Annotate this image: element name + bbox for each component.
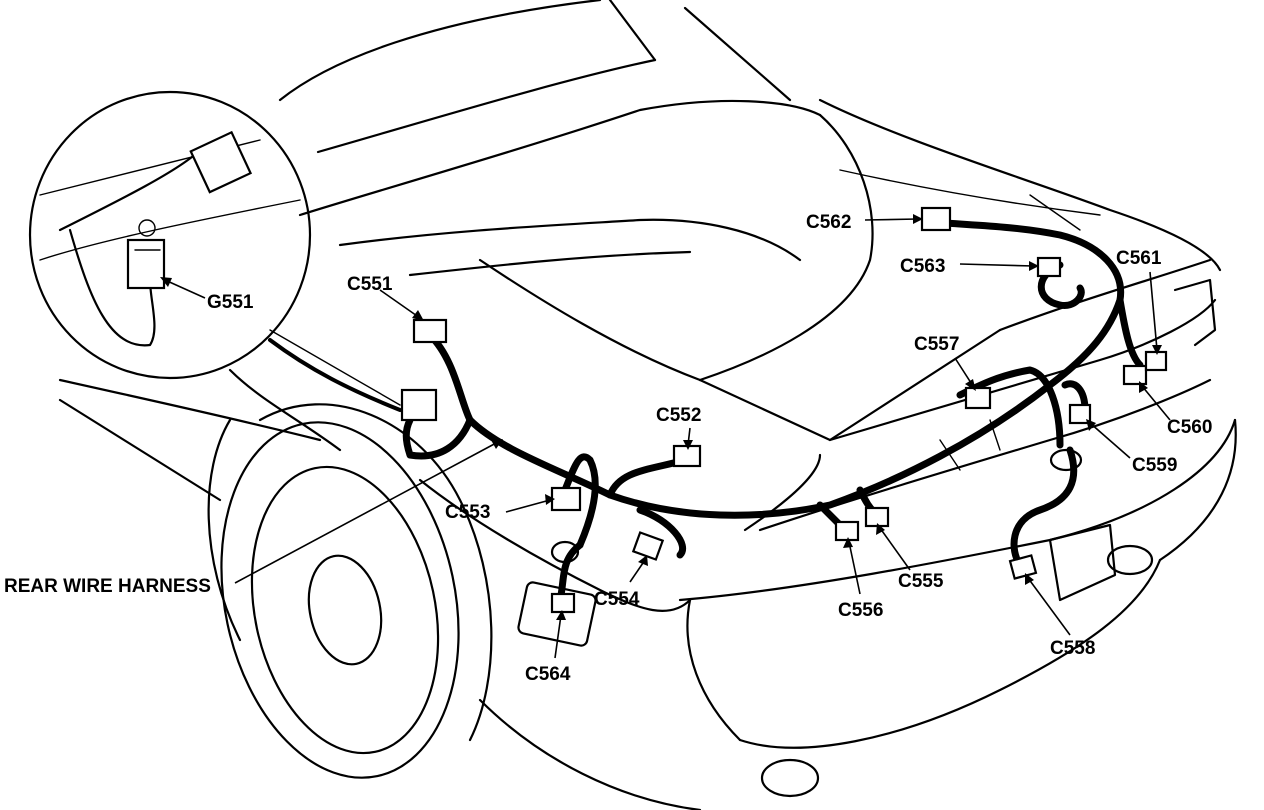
connector-c562: [920, 206, 952, 232]
label-rear-wire-harness: REAR WIRE HARNESS: [4, 576, 211, 597]
label-c556: C556: [838, 600, 883, 621]
connector-c561: [1144, 350, 1168, 372]
connector-c560: [1122, 364, 1148, 386]
connector-c559: [1068, 403, 1092, 425]
label-c559: C559: [1132, 455, 1177, 476]
label-c554: C554: [594, 589, 640, 610]
connector-c557: [964, 386, 992, 410]
label-c557: C557: [914, 334, 959, 355]
label-c551: C551: [347, 274, 393, 295]
rear-wheel: [207, 403, 493, 779]
label-c552: C552: [656, 405, 701, 426]
label-c563: C563: [900, 256, 945, 277]
labels: G551 C551 C552 C553 C554 C555 C556 C557 …: [4, 212, 1212, 685]
label-c553: C553: [445, 502, 490, 523]
connector-c553: [550, 486, 582, 512]
ground-detail-inset: [28, 90, 312, 380]
connector-c556: [834, 520, 860, 542]
connector-c552: [672, 444, 702, 468]
label-c562: C562: [806, 212, 851, 233]
connector-g551-terminal: [400, 388, 438, 422]
label-c560: C560: [1167, 417, 1212, 438]
label-g551: G551: [207, 292, 254, 313]
connector-c564: [550, 592, 576, 614]
car-body: [58, 0, 1237, 810]
connectors: [400, 206, 1168, 614]
label-c564: C564: [525, 664, 571, 685]
label-c558: C558: [1050, 638, 1095, 659]
leader-arrows: [160, 214, 1171, 659]
connector-c551: [412, 318, 448, 344]
inset-leader: [268, 338, 402, 412]
connector-c563: [1036, 256, 1062, 278]
label-c561: C561: [1116, 248, 1162, 269]
label-c555: C555: [898, 571, 944, 592]
connector-c554: [631, 531, 665, 561]
